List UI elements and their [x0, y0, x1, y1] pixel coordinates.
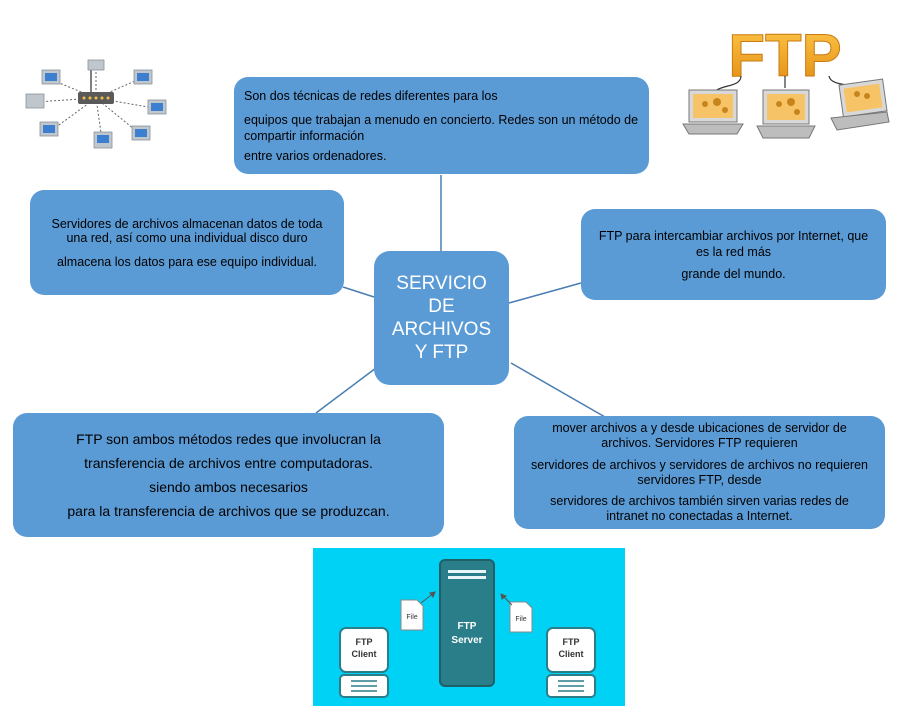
node-top: Son dos técnicas de redes diferentes par… — [234, 77, 649, 174]
file-label-right: File — [515, 616, 526, 623]
node-bottom-right-line-3: servidores de archivos también sirven va… — [550, 494, 849, 523]
node-bottom-left-line-3: siendo ambos necesarios — [149, 479, 308, 495]
node-right-line-2: grande del mundo. — [681, 266, 786, 281]
center-node: SERVICIO DE ARCHIVOS Y FTP — [374, 251, 509, 385]
ftp-client-left-label-1: FTP — [356, 637, 373, 647]
node-right-line-1: FTP para intercambiar archivos por Inter… — [598, 228, 869, 259]
node-bottom-left-line-4: para la transferencia de archivos que se… — [67, 503, 390, 519]
node-bottom-left-line-1: FTP son ambos métodos redes que involucr… — [76, 431, 381, 447]
node-bottom-left: FTP son ambos métodos redes que involucr… — [13, 413, 444, 537]
ftp-server-label-2: Server — [451, 635, 482, 646]
node-bottom-left-line-2: transferencia de archivos entre computad… — [84, 455, 373, 471]
node-left: Servidores de archivos almacenan datos d… — [30, 190, 344, 295]
node-bottom-right-line-2: servidores de archivos y servidores de a… — [531, 458, 868, 487]
node-top-line-1: Son dos técnicas de redes diferentes par… — [244, 88, 498, 103]
ftp-server-icon: FTP Server — [439, 559, 495, 687]
node-left-line-2: almacena los datos para ese equipo indiv… — [57, 254, 317, 269]
node-bottom-right: mover archivos a y desde ubicaciones de … — [514, 416, 885, 529]
node-bottom-right-line-1: mover archivos a y desde ubicaciones de … — [552, 421, 847, 450]
ftp-client-right-label-1: FTP — [563, 637, 580, 647]
ftp-client-left-label-2: Client — [351, 649, 376, 659]
node-left-line-1: Servidores de archivos almacenan datos d… — [51, 216, 323, 245]
file-icon-right: File — [509, 601, 533, 633]
node-top-line-2: equipos que trabajan a menudo en concier… — [244, 112, 639, 143]
node-right: FTP para intercambiar archivos por Inter… — [581, 209, 886, 300]
ftp-server-diagram: FTP Server FTP Client FTP Client File Fi… — [313, 548, 625, 706]
arrow-icon-left — [429, 591, 436, 599]
file-icon-left: File — [400, 599, 424, 631]
center-line-3: ARCHIVOS — [391, 319, 492, 340]
ftp-client-left-icon: FTP Client — [339, 627, 389, 698]
ftp-client-right-icon: FTP Client — [546, 627, 596, 698]
node-top-line-3: entre varios ordenadores. — [244, 148, 387, 163]
ftp-client-right-label-2: Client — [558, 649, 583, 659]
center-line-4: Y FTP — [414, 342, 469, 363]
arrow-icon-right — [500, 593, 508, 600]
ftp-server-label-1: FTP — [458, 621, 477, 632]
ftp-logo-image: FTP — [682, 22, 890, 139]
center-line-2: DE — [428, 296, 455, 317]
center-line-1: SERVICIO — [396, 273, 487, 294]
network-diagram-image — [25, 59, 167, 149]
file-label-left: File — [406, 614, 417, 621]
